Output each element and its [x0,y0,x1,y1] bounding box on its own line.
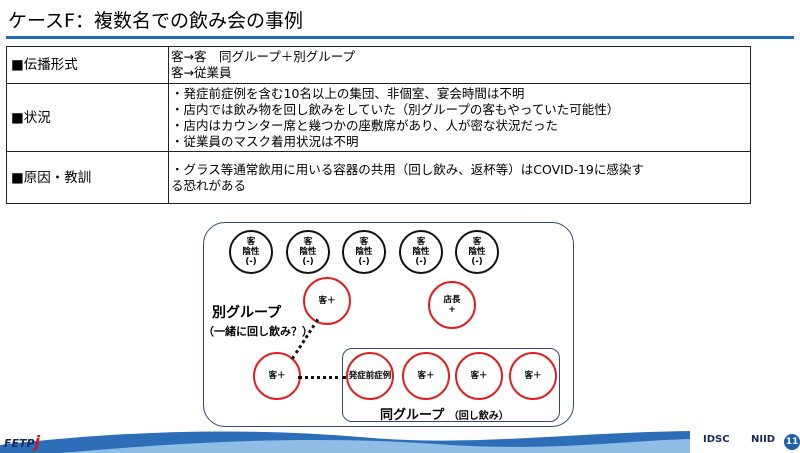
other-group-guest-bottom: 客＋ [253,352,301,400]
node-text: 客＋ [417,371,435,381]
fetp-logo-text: FETP [4,437,35,450]
node-text: 陰性 [355,247,373,257]
text-line: ・店内では飲み物を回し飲みをしていた（別グループの客もやっていた可能性） [171,101,620,117]
negative-guest-3: 客 陰性 (-) [342,230,386,274]
node-text: 陰性 [468,247,486,257]
text-line: る恐れがある [171,177,247,193]
manager-node: 店長 + [428,281,476,329]
case-info-table: ■伝播形式 客→客 同グループ＋別グループ 客→従業員 ■状況 ・発症前症例を含… [6,46,751,204]
footer-wave-graphic [0,431,690,453]
link-other-to-index [298,376,346,379]
text-line: ・店内はカウンター席と幾つかの座敷席があり、人が密な状況だった [171,117,559,133]
row-label-cause: ■原因・教訓 [6,151,169,204]
text-line: 客→従業員 [171,65,232,80]
row-label-transmission: ■伝播形式 [6,46,169,84]
title-underline [6,36,794,39]
restaurant-boundary [203,222,574,427]
row-label-situation: ■状況 [6,83,169,152]
node-text: (-) [302,257,314,267]
link-other-group [291,318,320,360]
niid-logo: NIID [751,434,776,445]
same-group-guest-2: 客＋ [455,352,503,400]
node-text: 客 [472,237,482,247]
negative-guest-4: 客 陰性 (-) [399,230,443,274]
row-value-situation: ・発症前症例を含む10名以上の集団、非個室、宴会時間は不明 ・店内では飲み物を回… [168,83,751,152]
text-line: ・従業員のマスク着用状況は不明 [171,133,359,149]
same-group-guest-1: 客＋ [402,352,450,400]
other-group-guest-top: 客＋ [303,277,351,325]
label-same-group: 同グループ （回し飲み） [380,404,509,423]
node-text: + [448,305,456,315]
node-text: 発症前症例 [348,371,392,381]
node-text: 客＋ [318,296,336,306]
same-group-boundary [342,348,560,422]
table-row-situation: ■状況 ・発症前症例を含む10名以上の集団、非個室、宴会時間は不明 ・店内では飲… [6,83,751,152]
node-text: (-) [471,257,483,267]
node-text: (-) [358,257,370,267]
node-text: 陰性 [242,247,260,257]
node-text: (-) [415,257,427,267]
label-other-group: 別グループ [212,305,282,321]
node-text: (-) [245,257,257,267]
node-text: 客 [246,237,256,247]
page-number-badge: 11 [784,434,800,450]
slide-title: ケースF：複数名での飲み会の事例 [8,10,303,32]
text-line: ・グラス等通常飲用に用いる容器の共用（回し飲み、返杯等）はCOVID-19に感染… [171,161,644,177]
table-row-transmission: ■伝播形式 客→客 同グループ＋別グループ 客→従業員 [6,46,751,84]
node-text: 客 [359,237,369,247]
negative-guest-5: 客 陰性 (-) [455,230,499,274]
index-case-node: 発症前症例 [346,352,394,400]
row-value-cause: ・グラス等通常飲用に用いる容器の共用（回し飲み、返杯等）はCOVID-19に感染… [168,151,751,204]
node-text: 陰性 [299,247,317,257]
node-text: 客＋ [470,371,488,381]
row-value-transmission: 客→客 同グループ＋別グループ 客→従業員 [168,46,751,84]
node-text: 客＋ [524,371,542,381]
label-same-group-note: （回し飲み） [448,411,509,422]
text-line: 客→客 同グループ＋別グループ [171,49,355,64]
label-other-group-note: （一緒に回し飲み？） [203,325,313,338]
node-text: 店長 [443,295,461,305]
node-text: 客 [416,237,426,247]
fetp-logo-j: j [34,432,41,451]
negative-guest-1: 客 陰性 (-) [229,230,273,274]
wave-shape [60,439,690,453]
label-same-group-main: 同グループ [380,408,445,423]
node-text: 客＋ [268,371,286,381]
node-text: 客 [303,237,313,247]
idsc-logo: IDSC [703,434,730,445]
fetp-logo: FETPj [4,432,40,451]
negative-guest-2: 客 陰性 (-) [286,230,330,274]
node-text: 陰性 [412,247,430,257]
text-line: ・発症前症例を含む10名以上の集団、非個室、宴会時間は不明 [171,85,525,101]
same-group-guest-3: 客＋ [509,352,557,400]
table-row-cause: ■原因・教訓 ・グラス等通常飲用に用いる容器の共用（回し飲み、返杯等）はCOVI… [6,151,751,204]
